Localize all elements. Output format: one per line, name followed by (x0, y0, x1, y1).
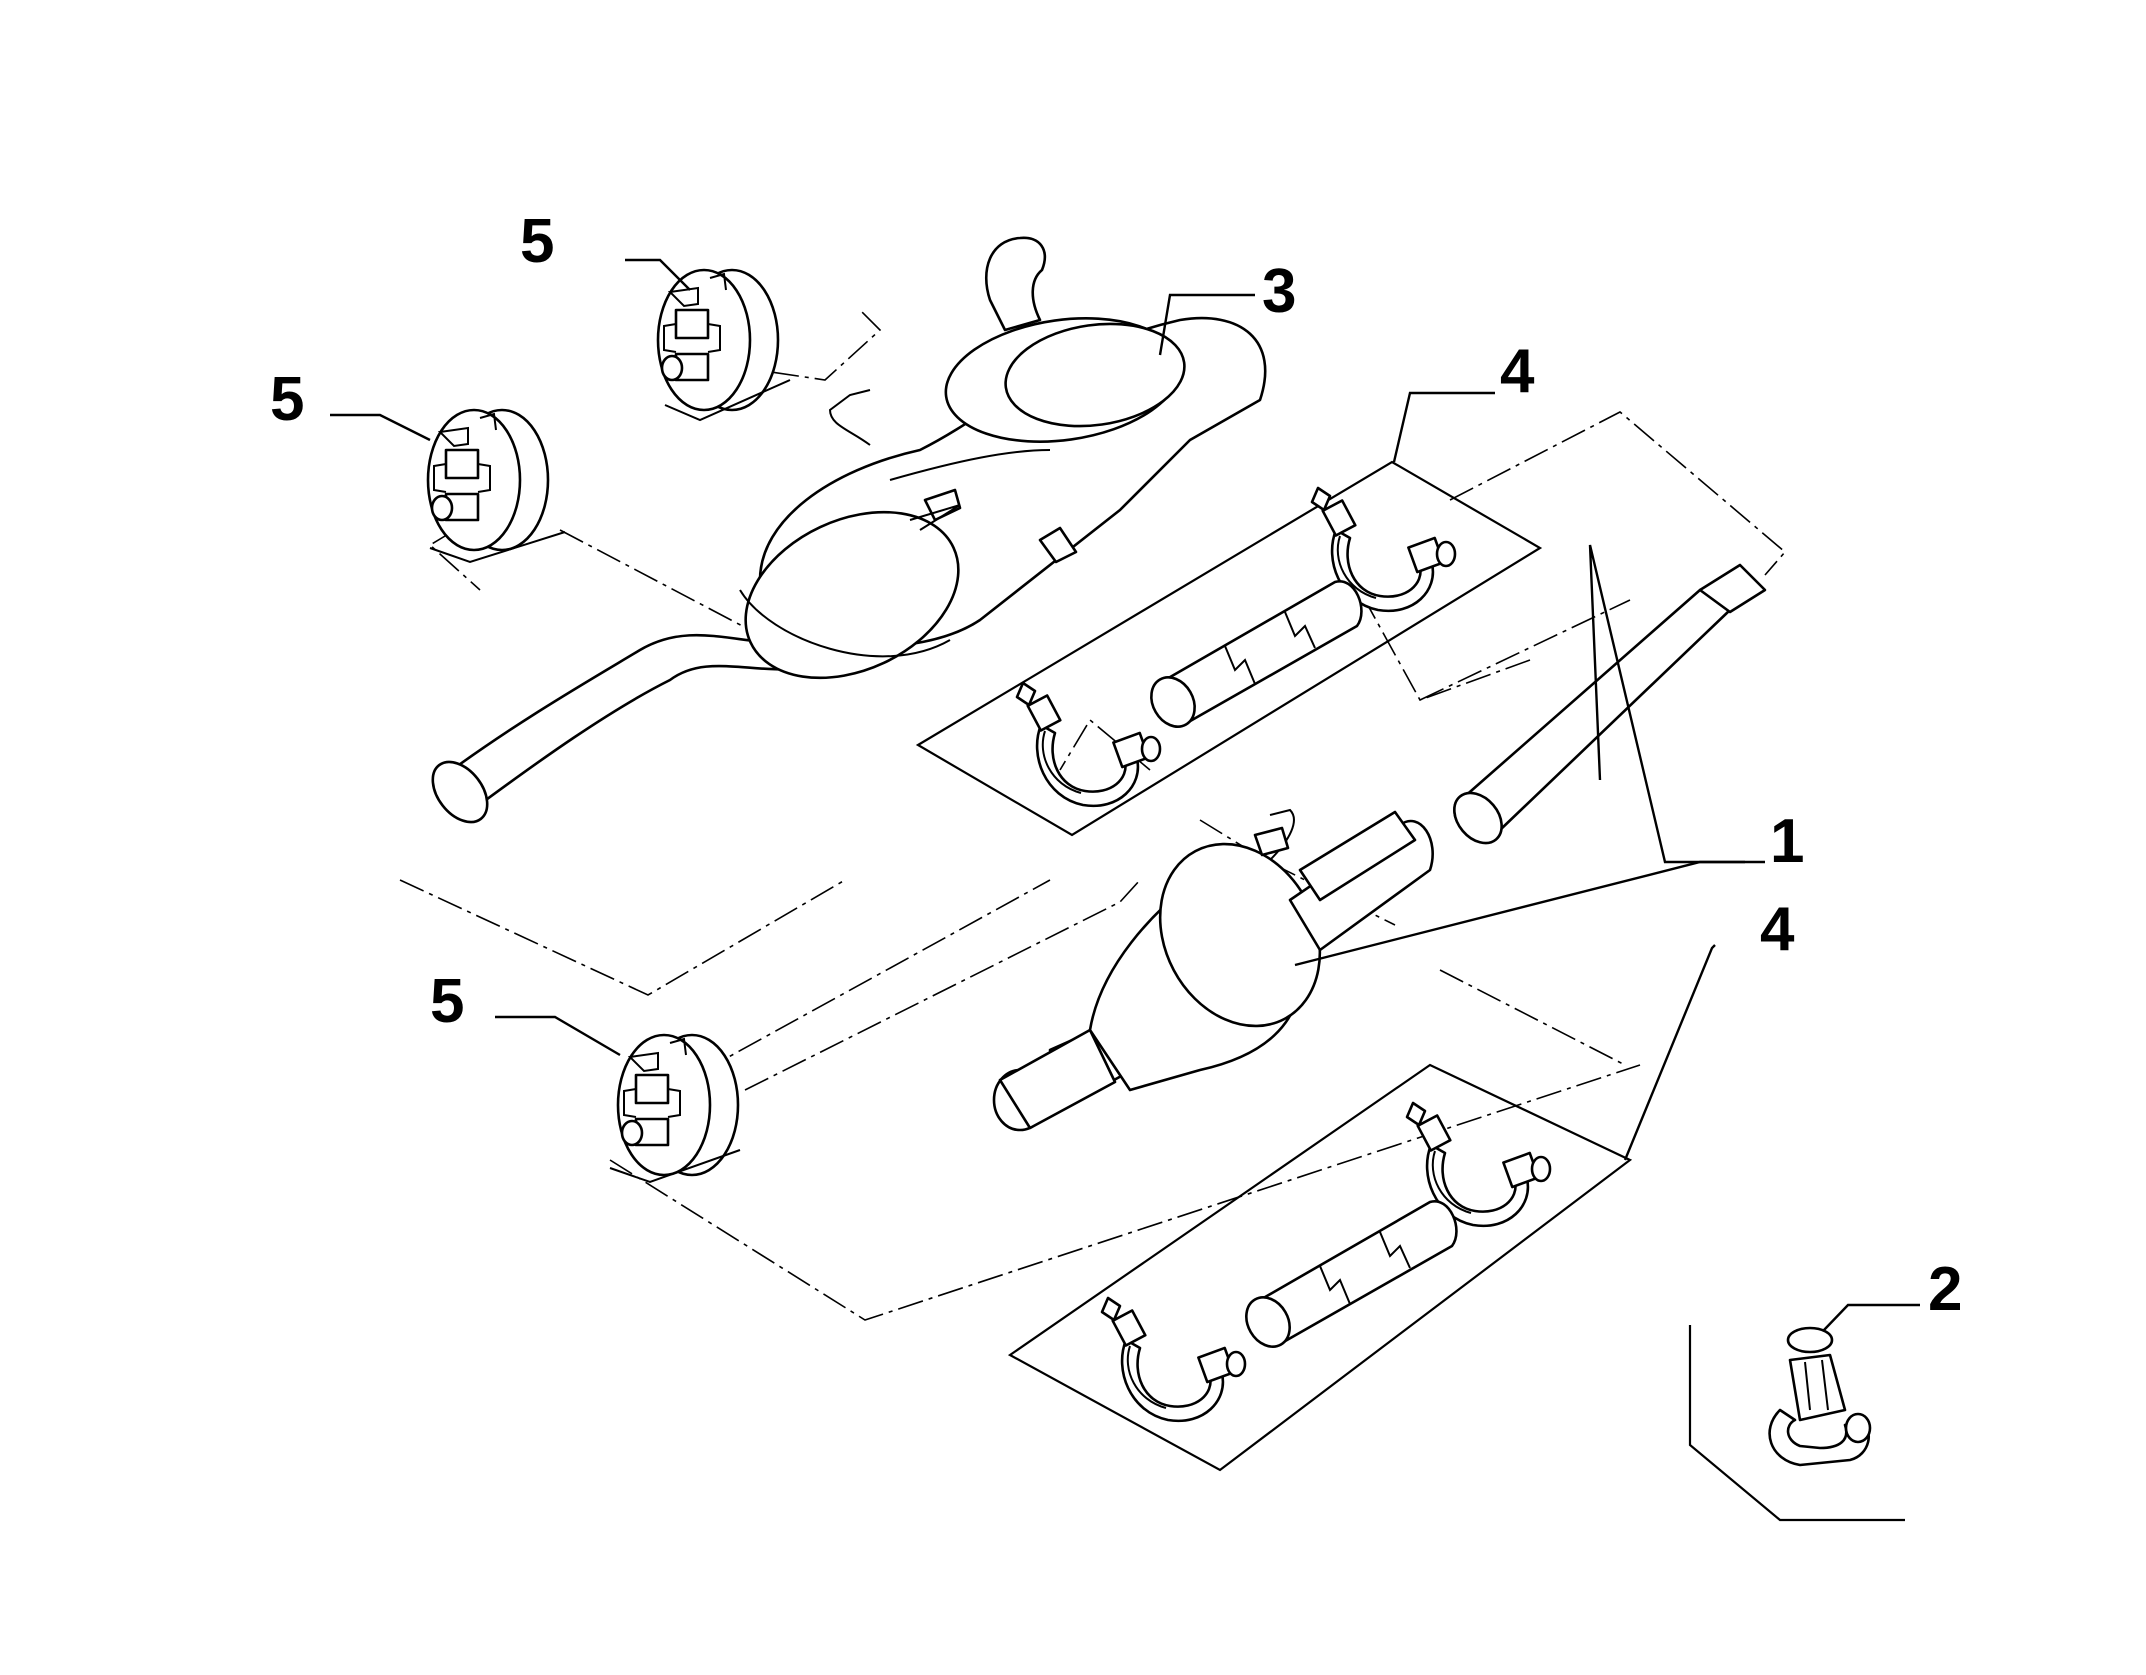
callout-4-upper: 4 (1500, 337, 1535, 406)
sensor-connector-clip-icon (1688, 1325, 1905, 1522)
leader-lines (330, 258, 1920, 1331)
rubber-hanger-mount-icon (426, 408, 566, 564)
callout-3: 3 (1262, 257, 1296, 326)
callout-5-bottom: 5 (430, 967, 464, 1036)
exhaust-pipe-with-catalytic-converter-icon (992, 563, 1767, 1132)
callout-2: 2 (1928, 1255, 1962, 1324)
callout-4-lower: 4 (1760, 895, 1795, 964)
callout-5-left: 5 (270, 365, 304, 434)
callout-5-top: 5 (520, 207, 554, 276)
pipe-clamp-kit-icon (1007, 1063, 1633, 1472)
callout-labels: 3 4 1 4 2 5 5 5 (270, 207, 1962, 1324)
rear-muffler-icon (431, 236, 1267, 824)
rubber-hanger-mount-icon (609, 1033, 741, 1184)
pipe-clamp-kit-icon (915, 460, 1543, 837)
rubber-hanger-mount-icon (656, 268, 791, 422)
callout-1: 1 (1770, 807, 1804, 876)
